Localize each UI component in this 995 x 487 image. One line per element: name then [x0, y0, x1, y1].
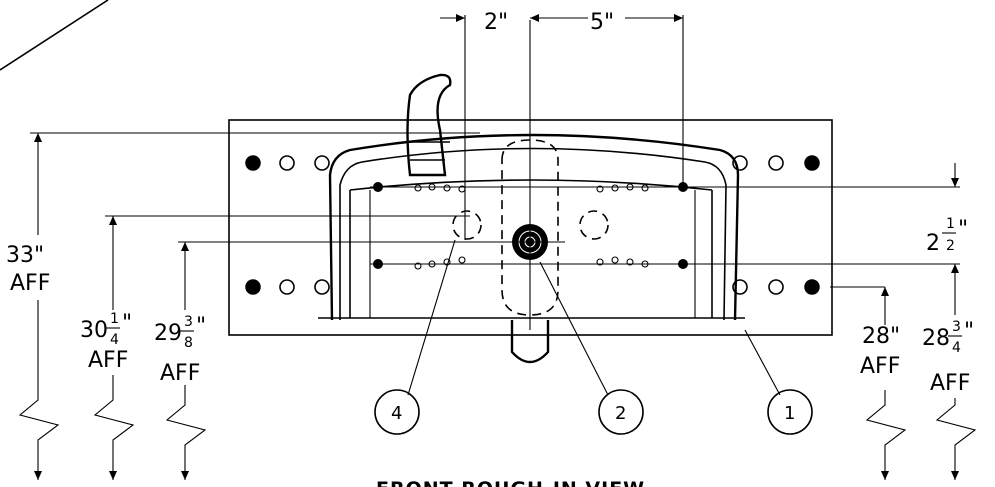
dim-right-lines [865, 287, 977, 480]
bubbler-spout [405, 73, 452, 177]
dim-30-aff: AFF [88, 348, 128, 373]
dim-28b-num: 3 [952, 319, 961, 335]
view-title: FRONT ROUGH-IN VIEW [376, 478, 645, 487]
callout-1-circle [767, 389, 813, 435]
dim-2half-lines [951, 163, 959, 287]
dim-left-lines [18, 133, 207, 480]
dim-28b-whole: 28 [922, 326, 950, 351]
dim-29-aff: AFF [160, 361, 200, 386]
supply-location-dashed-left [452, 210, 482, 240]
dim-30-whole: 30 [80, 318, 108, 343]
dim-33: 33" [6, 243, 44, 268]
dim-30-unit: " [122, 311, 132, 336]
dim-29-whole: 29 [154, 321, 182, 346]
dim-2half-num: 1 [946, 216, 955, 232]
dim-2half-whole: 2 [926, 231, 940, 256]
dim-28b-den: 4 [952, 340, 961, 356]
mounting-holes [245, 155, 820, 295]
dim-28b-unit: " [964, 319, 974, 344]
dim-28b-aff: AFF [930, 371, 970, 396]
callout-2-circle [598, 389, 644, 435]
dim-28: 28" [862, 324, 900, 349]
supply-location-dashed-right [579, 210, 609, 240]
dim-2half-unit: " [958, 217, 968, 242]
callout-4-circle [374, 389, 420, 435]
dim-29-unit: " [196, 314, 206, 339]
dim-28-aff: AFF [860, 354, 900, 379]
diagonal-edge-line [0, 0, 109, 71]
dim-30-num: 1 [110, 311, 119, 327]
dim-29-num: 3 [184, 314, 193, 330]
dim-29-den: 8 [184, 335, 193, 351]
dim-2in: 2" [484, 10, 508, 35]
dim-30-den: 4 [110, 332, 119, 348]
dim-5in: 5" [590, 10, 614, 35]
dim-top-lines [440, 14, 683, 22]
dim-2half-den: 2 [946, 238, 955, 254]
callout-2-label: 2 [615, 403, 626, 424]
callout-4-label: 4 [391, 403, 402, 424]
dim-33-aff: AFF [10, 271, 50, 296]
callout-1-label: 1 [784, 403, 795, 424]
drain-tailpiece [510, 320, 550, 364]
center-lines [30, 15, 960, 330]
callout-leaders [407, 239, 781, 396]
